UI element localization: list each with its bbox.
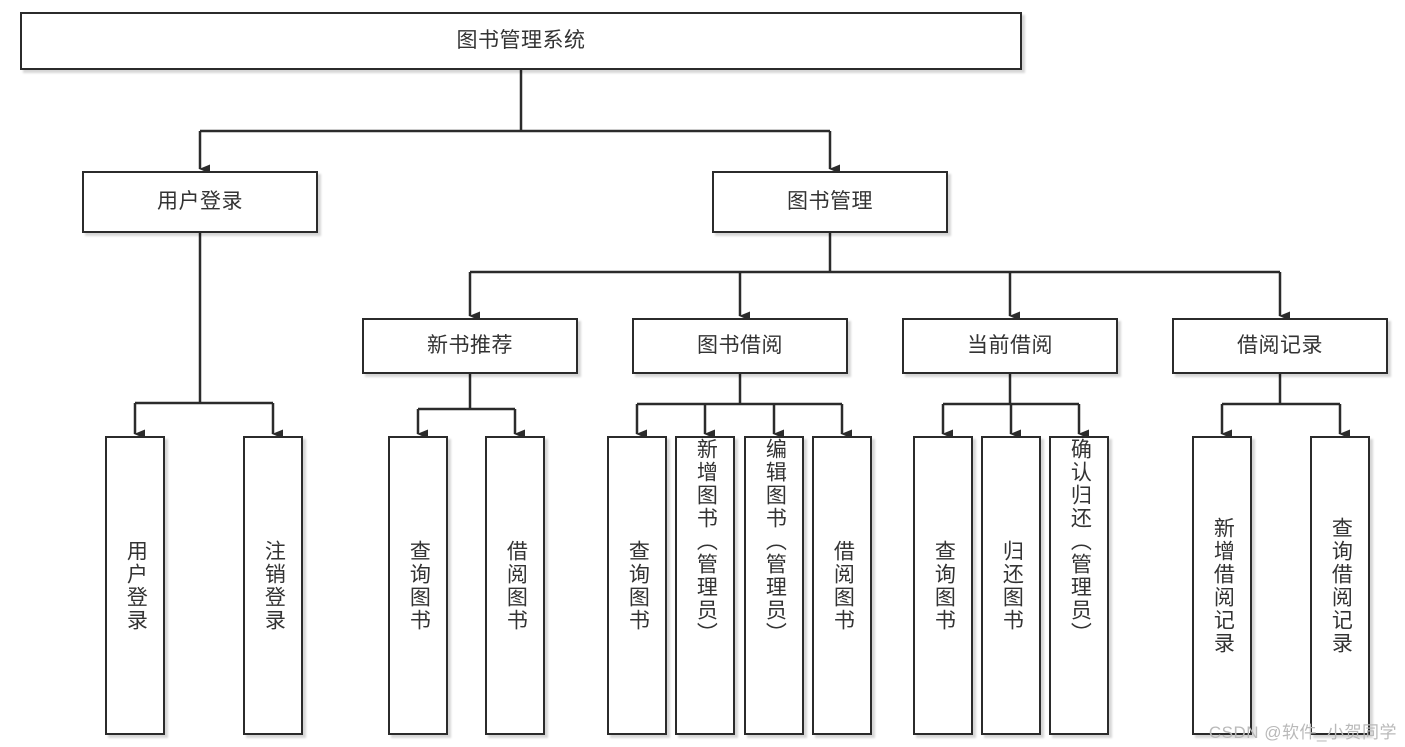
node-label: 图书管理系统	[456, 28, 586, 52]
node-book-borrow[interactable]: 图书借阅	[632, 318, 848, 374]
node-user-login[interactable]: 用户登录	[82, 171, 318, 233]
node-label: 归还图书	[1000, 539, 1024, 632]
node-leaf-query-book-1[interactable]: 查询图书	[388, 436, 448, 735]
node-label: 图书借阅	[697, 333, 783, 357]
node-leaf-query-record[interactable]: 查询借阅记录	[1310, 436, 1370, 735]
node-new-book-recommend[interactable]: 新书推荐	[362, 318, 578, 374]
node-current-borrow[interactable]: 当前借阅	[902, 318, 1118, 374]
node-label: 用户登录	[124, 539, 148, 632]
node-borrow-record[interactable]: 借阅记录	[1172, 318, 1388, 374]
node-label: 查询图书	[626, 539, 650, 632]
node-label: 新增借阅记录	[1211, 516, 1235, 655]
node-book-manage[interactable]: 图书管理	[712, 171, 948, 233]
node-label: 确认归还（管理员）	[1068, 438, 1092, 645]
node-leaf-add-book[interactable]: 新增图书（管理员）	[675, 436, 735, 735]
node-leaf-borrow-book-1[interactable]: 借阅图书	[485, 436, 545, 735]
node-label: 用户登录	[157, 189, 243, 213]
node-leaf-borrow-book-2[interactable]: 借阅图书	[812, 436, 872, 735]
node-leaf-query-book-2[interactable]: 查询图书	[607, 436, 667, 735]
node-leaf-confirm-return[interactable]: 确认归还（管理员）	[1049, 436, 1109, 735]
node-label: 借阅记录	[1237, 333, 1323, 357]
node-root[interactable]: 图书管理系统	[20, 12, 1022, 70]
node-label: 注销登录	[262, 539, 286, 632]
node-label: 查询图书	[407, 539, 431, 632]
node-label: 借阅图书	[831, 539, 855, 632]
node-leaf-return-book[interactable]: 归还图书	[981, 436, 1041, 735]
node-leaf-user-login[interactable]: 用户登录	[105, 436, 165, 735]
node-leaf-query-book-3[interactable]: 查询图书	[913, 436, 973, 735]
node-label: 查询借阅记录	[1329, 516, 1353, 655]
node-label: 当前借阅	[967, 333, 1053, 357]
node-label: 编辑图书（管理员）	[763, 438, 787, 645]
edge-group	[133, 70, 1350, 439]
node-label: 新增图书（管理员）	[694, 438, 718, 645]
watermark-text: CSDN @软件_小贺同学	[1208, 723, 1397, 742]
node-label: 新书推荐	[427, 333, 513, 357]
node-label: 图书管理	[787, 189, 873, 213]
node-label: 查询图书	[932, 539, 956, 632]
node-label: 借阅图书	[504, 539, 528, 632]
node-leaf-add-record[interactable]: 新增借阅记录	[1192, 436, 1252, 735]
node-leaf-edit-book[interactable]: 编辑图书（管理员）	[744, 436, 804, 735]
node-leaf-logout-login[interactable]: 注销登录	[243, 436, 303, 735]
